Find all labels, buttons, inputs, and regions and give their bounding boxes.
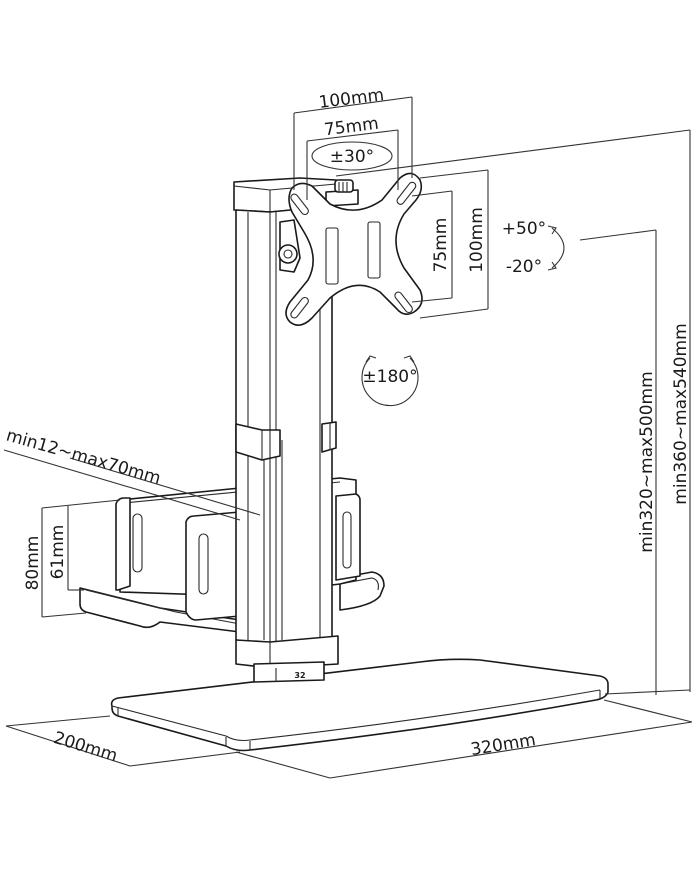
- base-width-label: 320mm: [469, 730, 537, 760]
- vesa-inner-width-label: 75mm: [323, 114, 380, 141]
- tilt-down-label: -20°: [506, 257, 542, 277]
- cpu-holder: [79, 477, 385, 633]
- base-plate: [110, 658, 609, 752]
- mount-height-range-label: min320~max500mm: [637, 371, 657, 552]
- tilt-up-label: +50°: [502, 219, 546, 239]
- cpu-inner-height-label: 61mm: [48, 525, 68, 580]
- cpu-outer-height-label: 80mm: [23, 536, 43, 591]
- vesa-inner-height-label: 75mm: [431, 218, 451, 273]
- vesa-plate: [278, 172, 423, 326]
- rotation-label: ±180°: [362, 367, 417, 387]
- vesa-outer-height-label: 100mm: [467, 207, 487, 273]
- base-depth-label: 200mm: [51, 728, 120, 766]
- top-height-range-label: min360~max540mm: [671, 323, 691, 504]
- dimension-lines: [3, 96, 693, 779]
- column-marking: 32: [294, 671, 305, 680]
- swivel-label: ±30°: [330, 147, 374, 167]
- vesa-outer-width-label: 100mm: [318, 85, 386, 113]
